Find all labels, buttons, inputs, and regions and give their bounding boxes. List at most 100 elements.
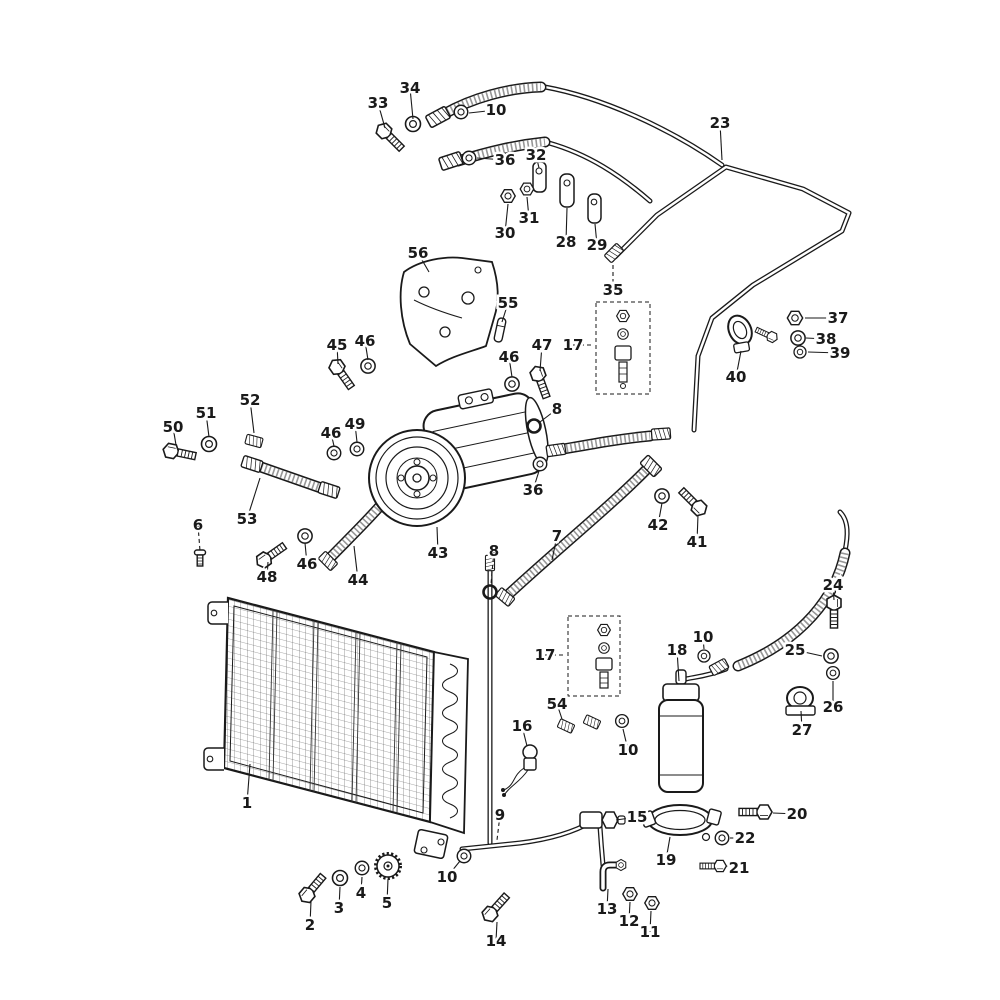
leader-line-6-32 <box>197 524 201 552</box>
callout-4-59: 4 <box>356 884 366 902</box>
callout-39-17: 39 <box>830 344 851 362</box>
part-46-washer <box>360 358 376 374</box>
part-20-bolt <box>738 804 773 820</box>
callout-19-52: 19 <box>656 851 677 869</box>
part-30-nut <box>500 189 516 203</box>
callout-8-37: 8 <box>489 542 499 560</box>
callout-23-5: 23 <box>710 114 731 132</box>
hose-clamp-40 <box>727 314 780 354</box>
condenser-mount-bracket-bottom <box>203 747 224 771</box>
pipe-clamp-32 <box>532 161 547 193</box>
part-50-bolt <box>160 441 198 464</box>
callout-43-36: 43 <box>428 544 449 562</box>
leader-line-36-3 <box>476 157 506 161</box>
callout-46-20: 46 <box>355 332 376 350</box>
part-33-bolt <box>372 119 408 155</box>
leader-line-20-53 <box>772 812 798 815</box>
leader-line-34-1 <box>409 87 414 120</box>
callout-49-27: 49 <box>345 415 366 433</box>
leader-line-11-64 <box>649 910 652 933</box>
part-49-washer <box>349 441 365 457</box>
part-36-washer <box>461 150 477 166</box>
leader-line-18-41 <box>676 649 680 682</box>
callout-22-54: 22 <box>735 829 756 847</box>
leader-line-10-2 <box>468 109 497 114</box>
part-10-washer <box>456 848 472 864</box>
part-10-washer <box>614 713 630 729</box>
elbow-fitting-13 <box>599 857 629 892</box>
leader-line-14-61 <box>495 921 498 942</box>
leader-line-53-31 <box>246 477 261 520</box>
leader-line-46-26 <box>330 432 335 447</box>
callout-51-24: 51 <box>196 404 217 422</box>
part-3-washer <box>331 869 349 887</box>
callout-18-41: 18 <box>667 641 688 659</box>
callout-13-62: 13 <box>597 900 618 918</box>
leader-line-28-8 <box>565 207 568 243</box>
pipe-9 <box>462 821 593 849</box>
leader-line-16-47 <box>521 725 528 747</box>
callout-11-64: 11 <box>640 923 661 941</box>
leader-line-8-37 <box>490 550 495 585</box>
pressure-switch-15 <box>579 811 626 829</box>
leader-line-10-42 <box>702 636 705 650</box>
part-52-sleeve <box>244 433 264 449</box>
valve-detail-box-upper <box>595 301 651 395</box>
callout-36-3: 36 <box>495 151 516 169</box>
callout-31-7: 31 <box>519 209 540 227</box>
condenser-illustration <box>203 596 469 860</box>
callout-44-35: 44 <box>348 571 369 589</box>
leader-line-42-29 <box>657 502 663 526</box>
leader-line-55-12 <box>501 302 509 323</box>
leader-line-15-51 <box>615 816 638 821</box>
part-46-washer <box>326 445 342 461</box>
callout-10-48: 10 <box>618 741 639 759</box>
callout-27-45: 27 <box>792 721 813 739</box>
pipe-clamp-28 <box>559 173 575 208</box>
leader-line-4-59 <box>360 876 363 894</box>
callout-45-19: 45 <box>327 336 348 354</box>
callout-10-42: 10 <box>693 628 714 646</box>
callout-12-63: 12 <box>619 912 640 930</box>
leader-line-27-45 <box>800 710 803 731</box>
leader-line-44-35 <box>353 545 359 581</box>
pulley-gear-5 <box>374 852 402 880</box>
callout-7-38: 7 <box>552 527 562 545</box>
leader-line-8-22 <box>539 408 558 423</box>
callout-52-23: 52 <box>240 391 261 409</box>
part-10-washer <box>453 104 469 120</box>
leader-line-12-63 <box>628 901 631 922</box>
part-45-bolt <box>325 355 358 393</box>
compressor-illustration <box>368 388 549 527</box>
compressor-clutch-pulley <box>368 429 466 527</box>
callout-8-22: 8 <box>552 400 562 418</box>
part-31-nut <box>519 182 535 196</box>
leader-line-25-43 <box>794 649 823 657</box>
leader-line-43-36 <box>436 526 439 554</box>
callout-56-11: 56 <box>408 244 429 262</box>
leader-line-56-11 <box>417 252 430 273</box>
callout-1-49: 1 <box>242 794 252 812</box>
part-11-nut <box>644 896 660 910</box>
callout-9-50: 9 <box>495 806 505 824</box>
leader-line-29-9 <box>594 223 598 246</box>
leader-line-30-6 <box>504 203 509 234</box>
part-47-bolt <box>527 363 554 401</box>
callout-25-43: 25 <box>785 641 806 659</box>
callout-53-31: 53 <box>237 510 258 528</box>
leader-line-48-33 <box>266 561 269 578</box>
callout-46-26: 46 <box>321 424 342 442</box>
callout-54-46: 54 <box>547 695 568 713</box>
condenser-side-tank <box>429 650 469 835</box>
part-6-valve <box>193 549 207 567</box>
leader-line-46-21 <box>508 356 513 378</box>
leader-lines <box>172 87 841 942</box>
part-25-washer <box>823 648 839 664</box>
callout-28-8: 28 <box>556 233 577 251</box>
leader-line-21-55 <box>725 865 740 869</box>
callout-50-25: 50 <box>163 418 184 436</box>
callout-15-51: 15 <box>627 808 648 826</box>
leader-line-19-52 <box>665 836 671 861</box>
leader-line-41-30 <box>696 514 699 543</box>
